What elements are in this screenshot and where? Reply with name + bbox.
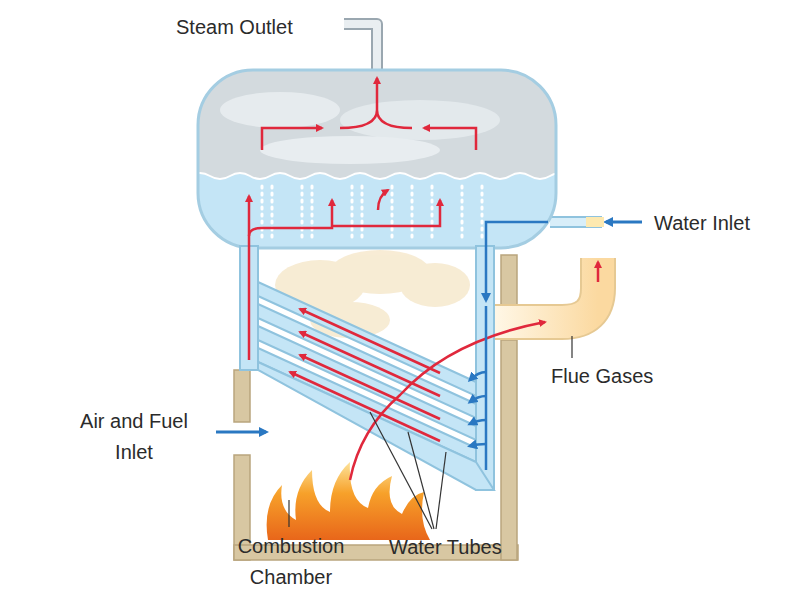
part-label: Flue Gases bbox=[551, 361, 691, 392]
steam-drum bbox=[190, 60, 570, 260]
cold-water-arrows bbox=[470, 222, 548, 470]
flue-gas-arrow bbox=[597, 262, 600, 282]
water-tubes bbox=[240, 246, 494, 490]
leader-lines bbox=[289, 336, 572, 529]
part-label: Combustion Chamber bbox=[211, 531, 371, 593]
flue-duct bbox=[495, 258, 598, 322]
steam-pipe bbox=[344, 24, 377, 72]
part-label: Water Tubes bbox=[389, 532, 529, 563]
hot-water-arrows bbox=[249, 78, 476, 441]
water-inlet-pipe bbox=[550, 217, 642, 227]
air-fuel-arrow bbox=[216, 431, 266, 434]
flames bbox=[267, 462, 430, 540]
part-label: Water Inlet bbox=[654, 208, 799, 239]
part-label: Air and Fuel Inlet bbox=[59, 406, 209, 468]
bubbles bbox=[262, 186, 482, 240]
part-label: Steam Outlet bbox=[176, 12, 346, 43]
